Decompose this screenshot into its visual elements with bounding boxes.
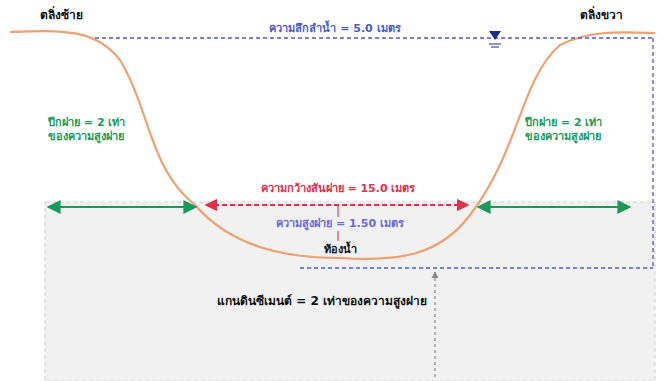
- weir-height-label: ความสูงฝาย = 1.50 เมตร: [273, 217, 407, 231]
- depth-dimension-line: [652, 38, 653, 268]
- wing-label: ปีกฝาย = 2 เท่าของความสูงฝาย: [48, 116, 144, 144]
- depth-label: ความลึกลำน้ำ = 5.0 เมตร: [266, 22, 403, 36]
- bed-level-line: [300, 267, 653, 268]
- wing-dimension-arrow: [478, 206, 630, 208]
- crest-width-label: ความกว้างสันฝาย = 15.0 เมตร: [258, 182, 419, 196]
- bed-label: ท้องน้ำ: [324, 243, 357, 257]
- bank-label: ตลิ่งซ้าย: [40, 8, 83, 23]
- crest-width-arrow: [206, 204, 468, 206]
- water-level-line: [95, 37, 653, 38]
- bank-label: ตลิ่งขวา: [580, 8, 623, 23]
- water-level-symbol: [489, 44, 501, 45]
- water-level-symbol: [491, 47, 499, 48]
- soil-core-label: แกนดินซีเมนต์ = 2 เท่าของความสูงฝาย: [214, 290, 430, 311]
- river-bank-outline: [10, 31, 655, 259]
- soil-cement-region: [45, 202, 655, 381]
- wing-dimension-arrow: [48, 206, 196, 208]
- soil-core-depth-line: [434, 272, 435, 378]
- wing-label: ปีกฝาย = 2 เท่าของความสูงฝาย: [525, 116, 621, 144]
- water-level-symbol: [489, 31, 501, 40]
